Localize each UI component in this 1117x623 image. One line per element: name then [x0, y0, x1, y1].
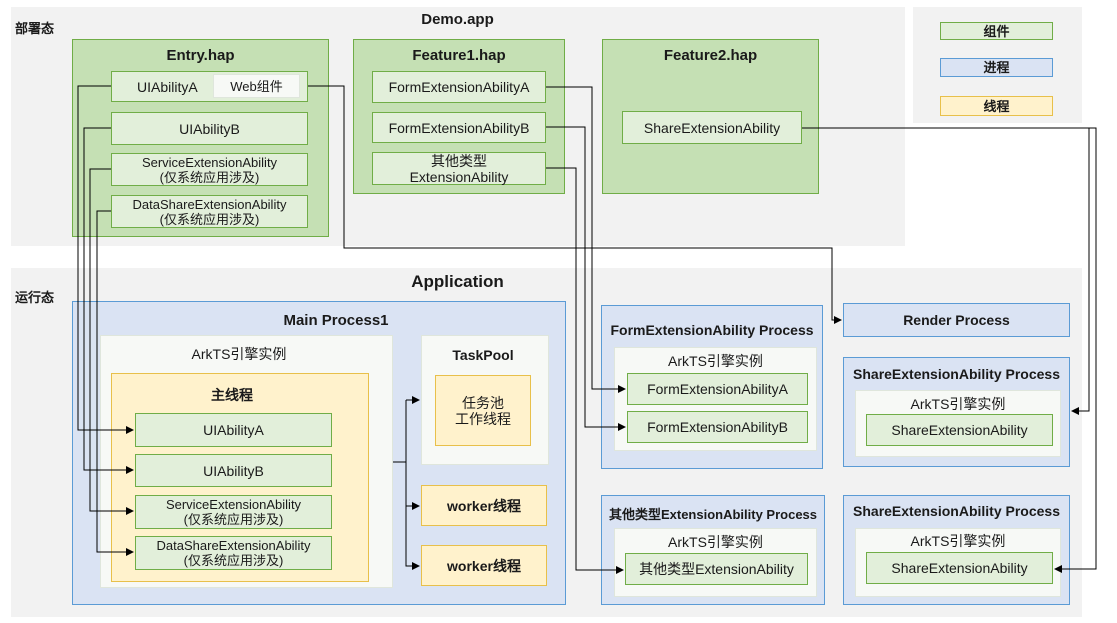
share-process-1-ext: ShareExtensionAbility [866, 414, 1053, 446]
legend-process-label: 进程 [983, 60, 1010, 75]
main-uiability-b: UIAbilityB [135, 454, 332, 487]
entry-uiability-b: UIAbilityB [111, 112, 308, 145]
main-service-ext: ServiceExtensionAbility (仅系统应用涉及) [135, 495, 332, 529]
other-arkts-label: ArkTS引擎实例 [668, 534, 763, 550]
worker-thread-2-label: worker线程 [447, 557, 521, 574]
share-process-1-ext-label: ShareExtensionAbility [891, 422, 1028, 438]
form-process-form-b: FormExtensionAbilityB [627, 411, 808, 443]
entry-service-ext-label: ServiceExtensionAbility [141, 154, 278, 170]
application-title: Application [411, 272, 504, 291]
entry-datashare-ext-note: (仅系统应用涉及) [159, 211, 260, 227]
entry-hap-title: Entry.hap [166, 47, 235, 64]
legend-thread-label: 线程 [983, 98, 1010, 114]
share-process-2-title: ShareExtensionAbility Process [853, 503, 1060, 519]
entry-service-ext-note: (仅系统应用涉及) [159, 169, 260, 185]
main-service-ext-note: (仅系统应用涉及) [183, 512, 284, 527]
legend-component-label: 组件 [983, 23, 1010, 39]
main-datashare-ext-note: (仅系统应用涉及) [183, 553, 284, 568]
feature2-share-ext: ShareExtensionAbility [622, 111, 802, 144]
worker-thread-1-label: worker线程 [447, 497, 521, 514]
runtime-label: 运行态 [15, 290, 55, 305]
share-process-1-title: ShareExtensionAbility Process [853, 366, 1060, 382]
form-process-form-a-label: FormExtensionAbilityA [647, 381, 788, 397]
feature1-form-a: FormExtensionAbilityA [372, 71, 546, 103]
render-process: Render Process [843, 303, 1070, 337]
taskpool-title: TaskPool [452, 347, 514, 363]
feature1-hap-title: Feature1.hap [412, 47, 506, 64]
worker-thread-2: worker线程 [421, 545, 547, 586]
main-uiability-a-label: UIAbilityA [203, 422, 264, 438]
taskpool-worker-thread: 任务池 工作线程 [435, 375, 531, 446]
form-arkts-label: ArkTS引擎实例 [668, 353, 763, 369]
other-process-ext-label: 其他类型ExtensionAbility [639, 561, 794, 577]
entry-datashare-ext: DataShareExtensionAbility (仅系统应用涉及) [111, 195, 308, 228]
deploy-label: 部署态 [15, 21, 55, 36]
feature1-form-a-label: FormExtensionAbilityA [388, 79, 530, 95]
main-uiability-b-label: UIAbilityB [203, 462, 264, 479]
web-component-label: Web组件 [230, 78, 283, 94]
entry-uiability-b-label: UIAbilityB [179, 120, 240, 137]
taskpool-worker-label2: 工作线程 [455, 410, 511, 427]
form-process-form-a: FormExtensionAbilityA [627, 373, 808, 405]
other-process-ext: 其他类型ExtensionAbility [625, 553, 808, 585]
share-process-2-ext-label: ShareExtensionAbility [891, 560, 1028, 576]
entry-datashare-ext-label: DataShareExtensionAbility [132, 196, 287, 212]
feature1-other-ext-label2: ExtensionAbility [409, 168, 509, 185]
feature2-hap-title: Feature2.hap [663, 47, 758, 64]
legend-thread: 线程 [940, 96, 1053, 116]
feature1-form-b-label: FormExtensionAbilityB [388, 119, 530, 136]
share-process-2-ext: ShareExtensionAbility [866, 552, 1053, 584]
share-1-arkts-label: ArkTS引擎实例 [910, 396, 1006, 412]
main-process-title: Main Process1 [283, 312, 389, 329]
form-process-title: FormExtensionAbility Process [610, 322, 814, 338]
app-title: Demo.app [421, 11, 494, 28]
worker-thread-1: worker线程 [421, 485, 547, 526]
main-service-ext-label: ServiceExtensionAbility [165, 497, 302, 512]
feature1-other-ext-label: 其他类型 [431, 152, 487, 169]
feature1-other-ext: 其他类型 ExtensionAbility [372, 152, 546, 185]
entry-service-ext: ServiceExtensionAbility (仅系统应用涉及) [111, 153, 308, 186]
main-uiability-a: UIAbilityA [135, 413, 332, 447]
legend-process: 进程 [940, 58, 1053, 77]
taskpool-worker-label1: 任务池 [462, 394, 504, 411]
render-process-title: Render Process [903, 312, 1010, 328]
main-datashare-ext: DataShareExtensionAbility (仅系统应用涉及) [135, 536, 332, 570]
main-datashare-ext-label: DataShareExtensionAbility [156, 538, 311, 553]
web-component: Web组件 [213, 74, 300, 98]
feature2-share-ext-label: ShareExtensionAbility [643, 119, 781, 136]
main-arkts-label: ArkTS引擎实例 [191, 346, 287, 362]
share-2-arkts-label: ArkTS引擎实例 [910, 533, 1006, 549]
other-process-title: 其他类型ExtensionAbility Process [608, 507, 818, 522]
feature1-form-b: FormExtensionAbilityB [372, 112, 546, 143]
entry-uiability-a-label: UIAbilityA [137, 78, 198, 95]
form-process-form-b-label: FormExtensionAbilityB [647, 419, 788, 435]
main-thread-title: 主线程 [211, 387, 253, 403]
legend-component: 组件 [940, 22, 1053, 40]
